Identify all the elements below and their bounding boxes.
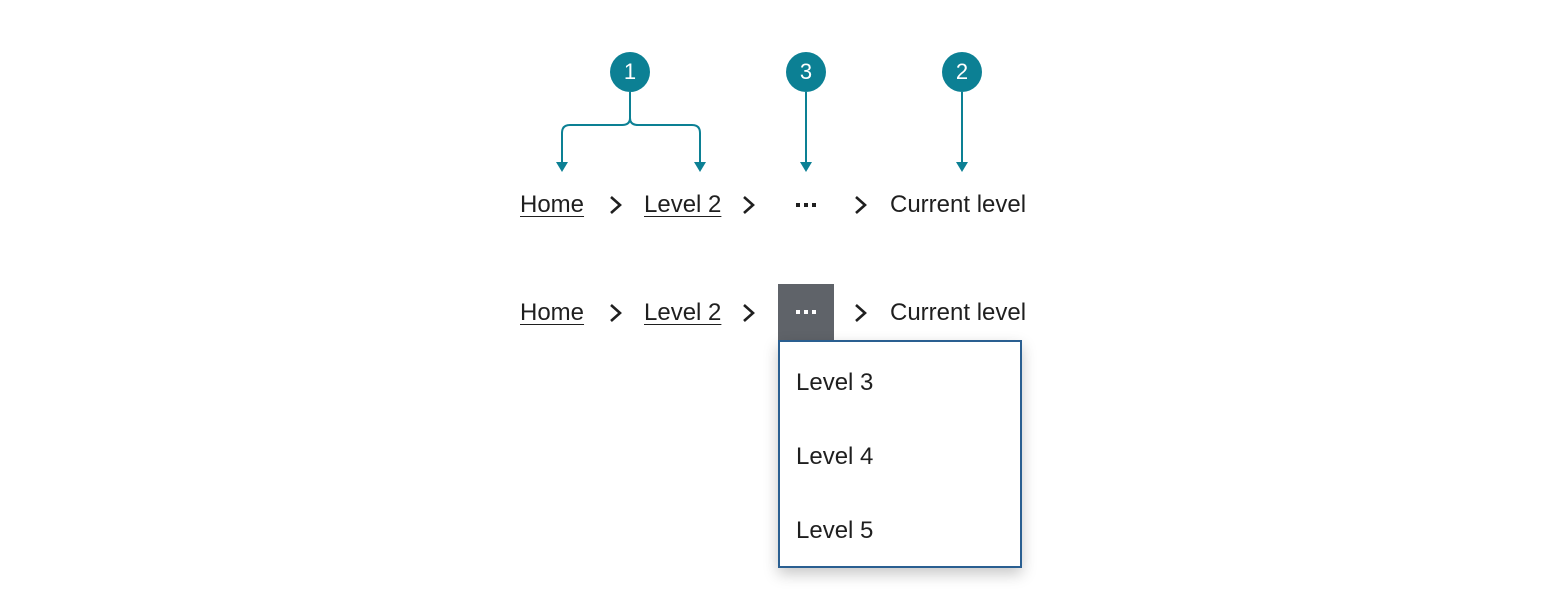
chevron-right-icon: [853, 194, 869, 216]
chevron-right-icon: [608, 302, 624, 324]
callout-marker-3: 3: [786, 52, 826, 92]
callout-1-arrowhead-left: [556, 162, 568, 172]
breadcrumb-level2-link[interactable]: Level 2: [644, 299, 722, 326]
chevron-right-icon: [741, 194, 757, 216]
ellipsis-icon: [796, 310, 816, 314]
menu-item-level-4[interactable]: Level 4: [796, 443, 874, 470]
breadcrumb-level2-link[interactable]: Level 2: [644, 191, 722, 218]
callout-3-arrowhead: [800, 162, 812, 172]
breadcrumb-current-level: Current level: [890, 299, 1027, 326]
callout-marker-2: 2: [942, 52, 982, 92]
breadcrumb-current-level: Current level: [890, 191, 1027, 218]
chevron-right-icon: [741, 302, 757, 324]
callout-1-bracket: [561, 92, 701, 162]
callout-number: 2: [955, 59, 969, 84]
callout-number: 1: [623, 59, 637, 84]
menu-item-level-5[interactable]: Level 5: [796, 517, 874, 544]
breadcrumb-home-link[interactable]: Home: [520, 191, 585, 218]
breadcrumb-home-link[interactable]: Home: [520, 299, 585, 326]
menu-item-level-3[interactable]: Level 3: [796, 369, 874, 396]
callout-number: 3: [799, 59, 813, 84]
callout-1-arrowhead-right: [694, 162, 706, 172]
overflow-menu-button[interactable]: [778, 284, 834, 340]
ellipsis-icon[interactable]: [791, 190, 821, 220]
overflow-dropdown-menu: Level 3 Level 4 Level 5: [778, 340, 1022, 568]
callout-marker-1: 1: [610, 52, 650, 92]
callout-2-arrowhead: [956, 162, 968, 172]
chevron-right-icon: [608, 194, 624, 216]
chevron-right-icon: [853, 302, 869, 324]
